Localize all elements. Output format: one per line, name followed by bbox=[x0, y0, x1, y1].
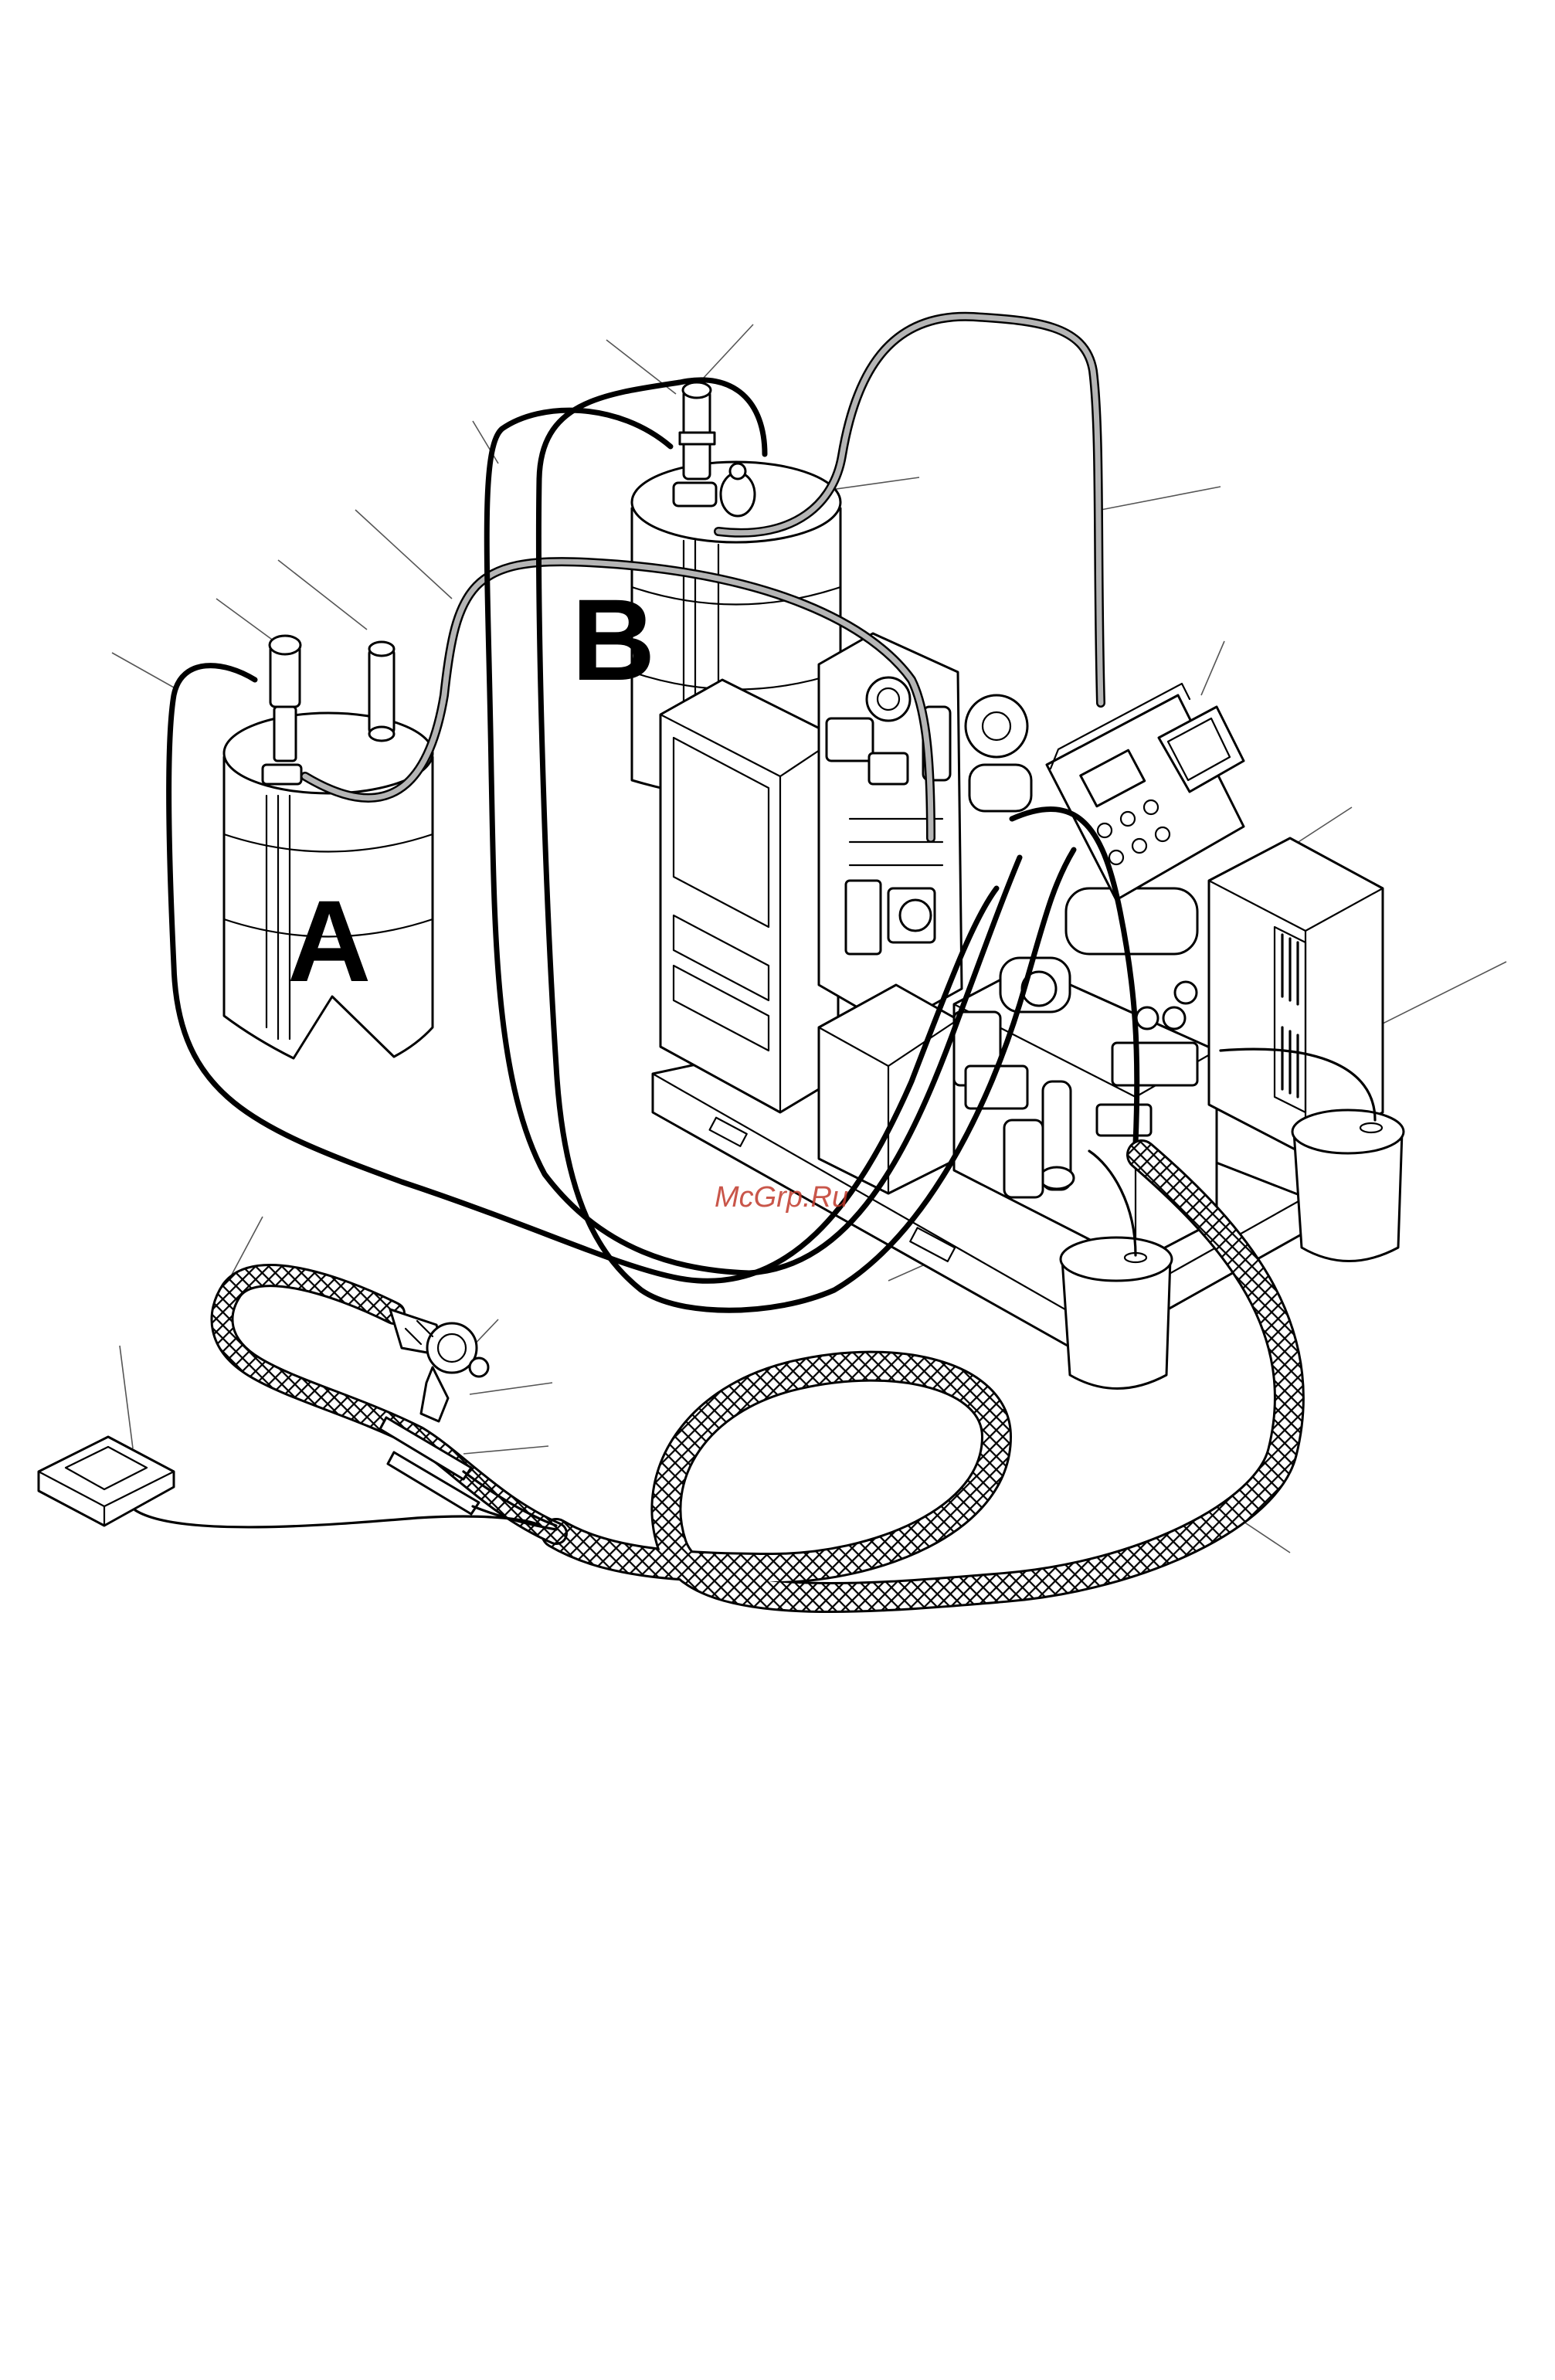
spray-gun-icon bbox=[390, 1309, 488, 1421]
hose-fittings bbox=[380, 1417, 556, 1530]
waste-container-a bbox=[1061, 1238, 1172, 1389]
proportioner-unit bbox=[653, 633, 1383, 1356]
whip-hose bbox=[222, 1275, 556, 1533]
drum-b-label: B bbox=[572, 575, 655, 704]
drum-a-label: A bbox=[287, 876, 371, 1006]
watermark: McGrp.Ru bbox=[715, 1181, 848, 1214]
control-panel bbox=[1047, 684, 1244, 900]
waste-container-b bbox=[1292, 1110, 1404, 1261]
